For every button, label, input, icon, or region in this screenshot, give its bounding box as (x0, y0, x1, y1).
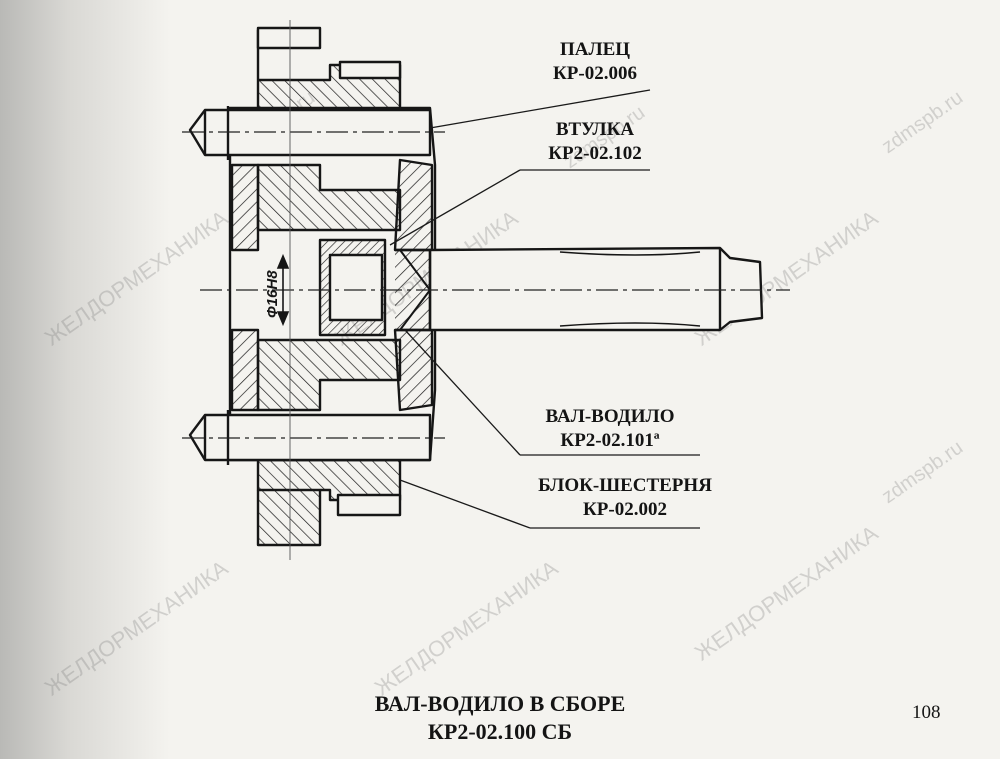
gear-tooth-top (256, 26, 322, 50)
label-gear-code: КР-02.002 (583, 499, 667, 520)
drawing-title-line1: ВАЛ-ВОДИЛО В СБОРЕ (374, 691, 626, 716)
leader-gear (399, 479, 531, 529)
bore-dimension: Ф16Н8 (264, 270, 281, 318)
label-carrier-name: ВАЛ-ВОДИЛО (545, 406, 675, 427)
shaft (428, 246, 764, 332)
label-bushing: ВТУЛКА КР2-02.102 (530, 118, 660, 166)
page-gutter-shadow (0, 0, 170, 759)
label-gear-block: БЛОК-ШЕСТЕРНЯ КР-02.002 (520, 474, 730, 522)
leader-bushing (389, 169, 521, 246)
label-bushing-code: КР2-02.102 (548, 143, 642, 164)
leader-carrier (404, 329, 521, 456)
page-number: 108 (912, 702, 941, 723)
drawing-title-line2: КР2-02.100 СБ (427, 719, 573, 744)
label-gear-name: БЛОК-ШЕСТЕРНЯ (538, 475, 712, 496)
label-pin: ПАЛЕЦ КР-02.006 (540, 38, 650, 86)
label-carrier-code: КР2-02.101ª (560, 430, 660, 451)
leader-pin (429, 89, 651, 129)
drawing-title: ВАЛ-ВОДИЛО В СБОРЕ КР2-02.100 СБ (340, 690, 660, 746)
label-pin-name: ПАЛЕЦ (559, 39, 631, 60)
label-carrier-shaft: ВАЛ-ВОДИЛО КР2-02.101ª (525, 405, 695, 453)
label-bushing-name: ВТУЛКА (555, 119, 635, 140)
label-pin-code: КР-02.006 (553, 63, 637, 84)
